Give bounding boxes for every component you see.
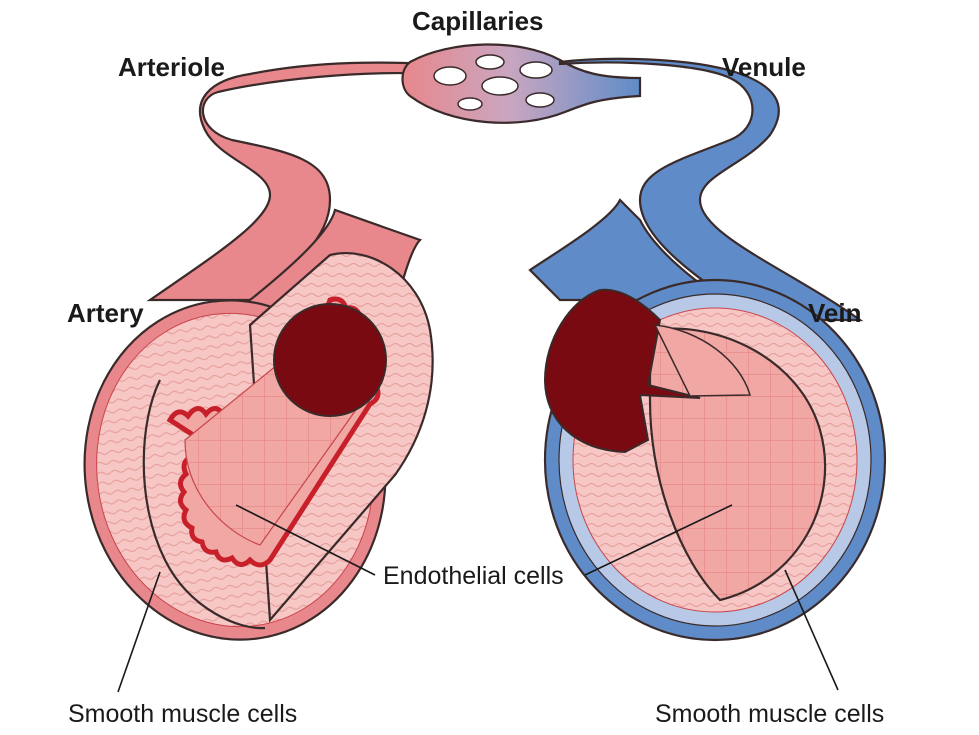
vein-valve xyxy=(653,324,751,397)
vein-cross-section xyxy=(543,278,887,642)
smooth-muscle-leader-left xyxy=(117,571,161,693)
label-capillaries: Capillaries xyxy=(412,6,544,36)
label-smooth-muscle-right: Smooth muscle cells xyxy=(655,700,884,728)
label-venule: Venule xyxy=(722,52,806,82)
capillary-bed xyxy=(401,43,642,124)
artery-cross-section xyxy=(83,252,434,641)
endothelial-leader-left xyxy=(235,504,376,576)
venule-tube xyxy=(558,57,864,322)
arteriole-tube xyxy=(146,61,434,302)
artery-lumen xyxy=(273,303,387,417)
label-arteriole: Arteriole xyxy=(118,52,225,82)
vein-lumen xyxy=(543,288,701,454)
label-vein: Vein xyxy=(808,298,861,328)
label-artery: Artery xyxy=(67,298,144,328)
endothelial-leader-right xyxy=(584,504,733,576)
label-smooth-muscle-left: Smooth muscle cells xyxy=(68,700,297,728)
smooth-muscle-leader-right xyxy=(784,569,839,691)
label-endothelial-cells: Endothelial cells xyxy=(383,562,564,590)
